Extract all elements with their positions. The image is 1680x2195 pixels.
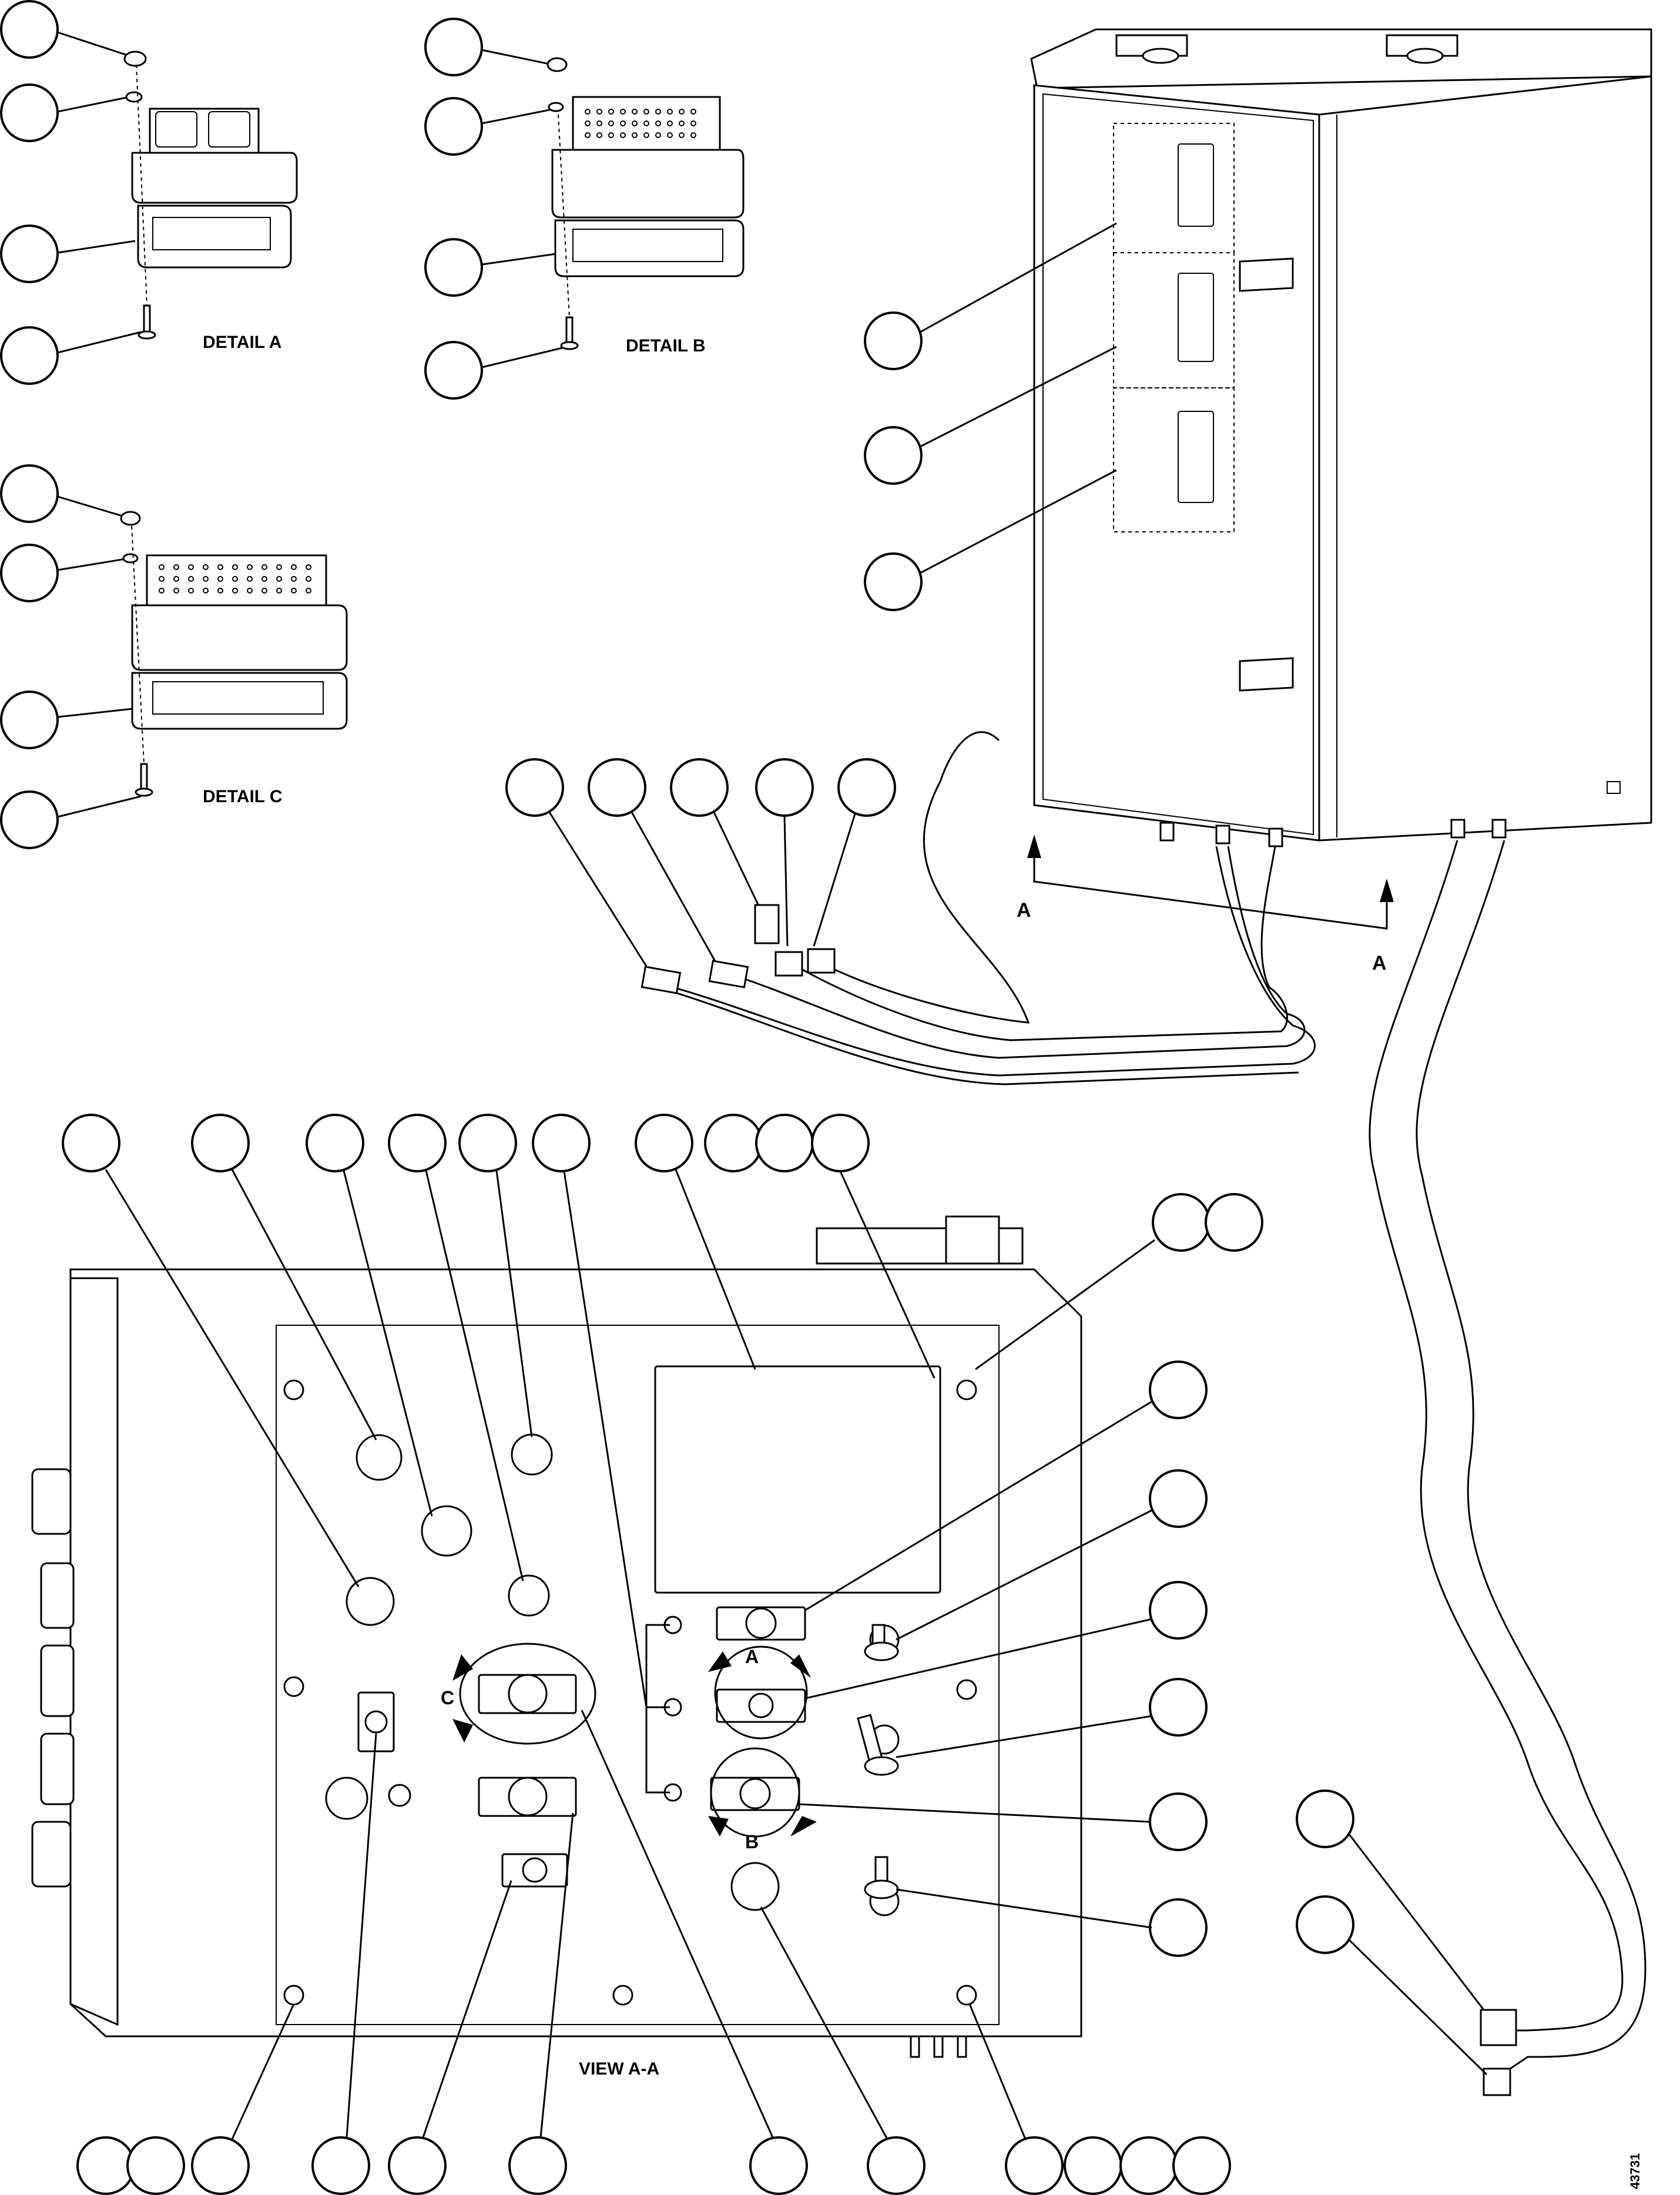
detail-b: DETAIL B bbox=[424, 18, 745, 400]
section-arrows: A A bbox=[1017, 835, 1394, 974]
view-label: VIEW A-A bbox=[579, 2059, 659, 2079]
detail-a: DETAIL A bbox=[0, 0, 298, 385]
knob-label-a: A bbox=[745, 1646, 759, 1667]
wiring-harness bbox=[505, 731, 1647, 2096]
detail-c-label: DETAIL C bbox=[203, 787, 283, 806]
detail-a-label: DETAIL A bbox=[203, 333, 281, 352]
section-label-right: A bbox=[1372, 952, 1387, 974]
knob-label-b: B bbox=[745, 1831, 759, 1852]
section-label-left: A bbox=[1017, 899, 1031, 921]
enclosure-isometric bbox=[864, 28, 1652, 847]
detail-b-label: DETAIL B bbox=[626, 336, 706, 356]
detail-c: DETAIL C bbox=[0, 464, 348, 849]
drawing-number: 43731 bbox=[1628, 2153, 1642, 2189]
view-a-a: A B C VIEW A-A bbox=[31, 1114, 1263, 2195]
knob-label-c: C bbox=[441, 1687, 454, 1708]
